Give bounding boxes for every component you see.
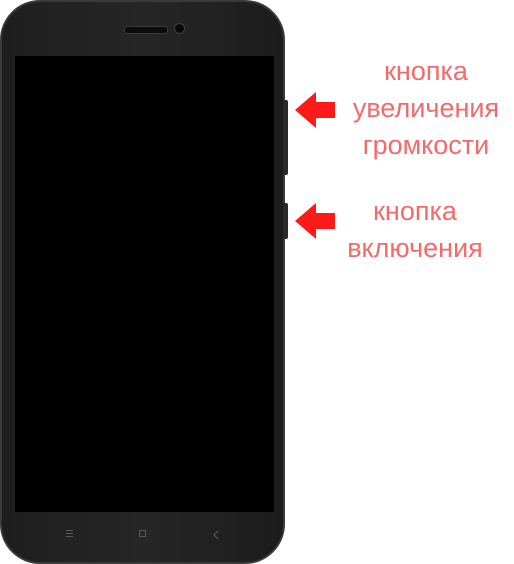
smartphone xyxy=(0,0,285,564)
volume-up-button[interactable] xyxy=(283,100,288,175)
front-camera-icon xyxy=(174,23,185,34)
back-icon xyxy=(212,530,220,543)
earpiece-speaker xyxy=(124,26,168,34)
arrow-left-icon xyxy=(295,203,335,239)
power-label: кнопка включения xyxy=(330,193,500,267)
home-icon xyxy=(139,530,146,537)
label-line: кнопка xyxy=(384,56,468,86)
label-line: громкости xyxy=(362,130,490,160)
label-line: включения xyxy=(347,233,483,263)
label-line: увеличения xyxy=(352,93,500,123)
power-button[interactable] xyxy=(283,203,288,239)
arrow-left-icon xyxy=(295,92,335,128)
volume-up-label: кнопка увеличения громкости xyxy=(338,53,514,164)
label-line: кнопка xyxy=(373,196,457,226)
phone-screen xyxy=(15,56,274,512)
menu-icon xyxy=(66,530,73,539)
